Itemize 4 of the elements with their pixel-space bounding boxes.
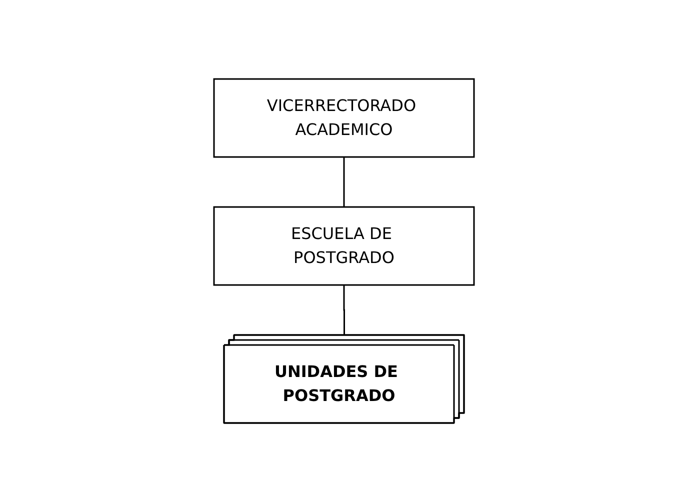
connector — [343, 284, 346, 336]
connector — [343, 156, 345, 208]
node-box: ESCUELA DE POSTGRADO — [213, 206, 475, 286]
node-box: VICERRECTORADO ACADEMICO — [213, 78, 475, 158]
